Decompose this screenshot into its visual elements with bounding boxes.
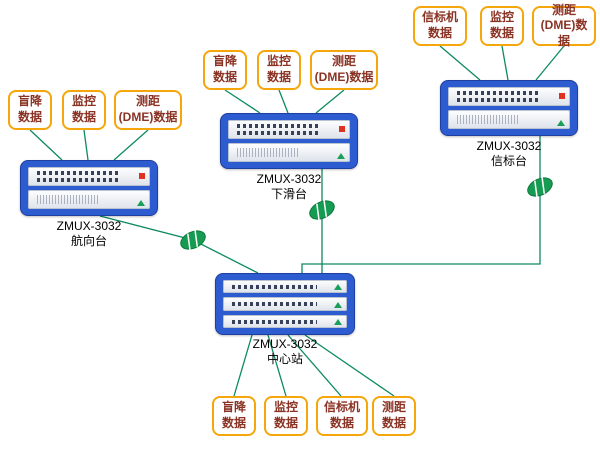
- port-row: [236, 124, 321, 128]
- station-caption: ZMUX-3032 下滑台: [220, 172, 358, 202]
- device-model: ZMUX-3032: [476, 139, 542, 153]
- data-label-langjiang: 盲降 数据: [8, 90, 52, 130]
- port-row: [36, 178, 121, 182]
- rack-unit: [28, 190, 150, 209]
- zmux-device-hangxiangtai: [20, 160, 158, 216]
- station-caption: ZMUX-3032 中心站: [215, 337, 355, 367]
- station-name: 信标台: [490, 154, 527, 168]
- data-label-jiankong: 监控 数据: [480, 6, 524, 46]
- rack-unit: [223, 297, 347, 311]
- zmux-device-xiahuatai: [220, 113, 358, 169]
- zmux-device-xinbiaotai: [440, 80, 578, 136]
- rack-unit: [228, 120, 350, 139]
- data-label-jiankong: 监控 数据: [257, 50, 301, 90]
- status-triangle-icon: [337, 153, 345, 159]
- fiber-link-icon: [527, 177, 553, 198]
- data-label-xinbiaoji: 信标机 数据: [413, 6, 467, 46]
- data-label-dme: 测距 (DME)数据: [114, 90, 182, 130]
- data-label-jiankong: 监控 数据: [62, 90, 106, 130]
- rack-unit: [448, 87, 570, 106]
- rack-unit: [228, 143, 350, 162]
- data-label-jiankong: 监控 数据: [264, 396, 308, 436]
- fiber-link-icon: [180, 230, 206, 251]
- station-caption: ZMUX-3032 航向台: [20, 219, 158, 249]
- station-name: 航向台: [70, 234, 107, 248]
- port-row: [36, 171, 121, 175]
- data-label-langjiang: 盲降 数据: [203, 50, 247, 90]
- status-triangle-icon: [334, 284, 342, 291]
- port-row: [231, 302, 318, 307]
- status-triangle-icon: [137, 200, 145, 206]
- power-indicator-icon: [559, 93, 565, 99]
- data-label-ceju: 测距 数据: [372, 396, 416, 436]
- data-label-dme: 测距 (DME)数据: [310, 50, 378, 90]
- station-name: 中心站: [266, 352, 303, 366]
- device-model: ZMUX-3032: [252, 337, 318, 351]
- fiber-link-icon: [309, 200, 335, 221]
- vent-grille: [456, 115, 520, 124]
- status-triangle-icon: [334, 301, 342, 308]
- vent-grille: [236, 148, 300, 157]
- data-label-xinbiaoji: 信标机 数据: [316, 396, 368, 436]
- rack-unit: [448, 110, 570, 129]
- device-model: ZMUX-3032: [256, 172, 322, 186]
- data-label-langjiang: 盲降 数据: [212, 396, 256, 436]
- device-model: ZMUX-3032: [56, 219, 122, 233]
- port-row: [456, 91, 541, 95]
- data-label-dme: 测距 (DME)数据: [532, 3, 596, 48]
- status-triangle-icon: [557, 120, 565, 126]
- port-row: [231, 285, 318, 289]
- zmux-device-zhongxinzhan: [215, 273, 355, 335]
- station-name: 下滑台: [270, 187, 307, 201]
- rack-unit: [28, 167, 150, 186]
- status-triangle-icon: [334, 318, 342, 325]
- port-row: [236, 131, 321, 135]
- vent-grille: [36, 195, 100, 204]
- power-indicator-icon: [139, 173, 145, 179]
- station-caption: ZMUX-3032 信标台: [440, 139, 578, 169]
- rack-unit: [223, 280, 347, 294]
- port-row: [231, 319, 318, 324]
- rack-unit: [223, 314, 347, 328]
- power-indicator-icon: [339, 126, 345, 132]
- port-row: [456, 98, 541, 102]
